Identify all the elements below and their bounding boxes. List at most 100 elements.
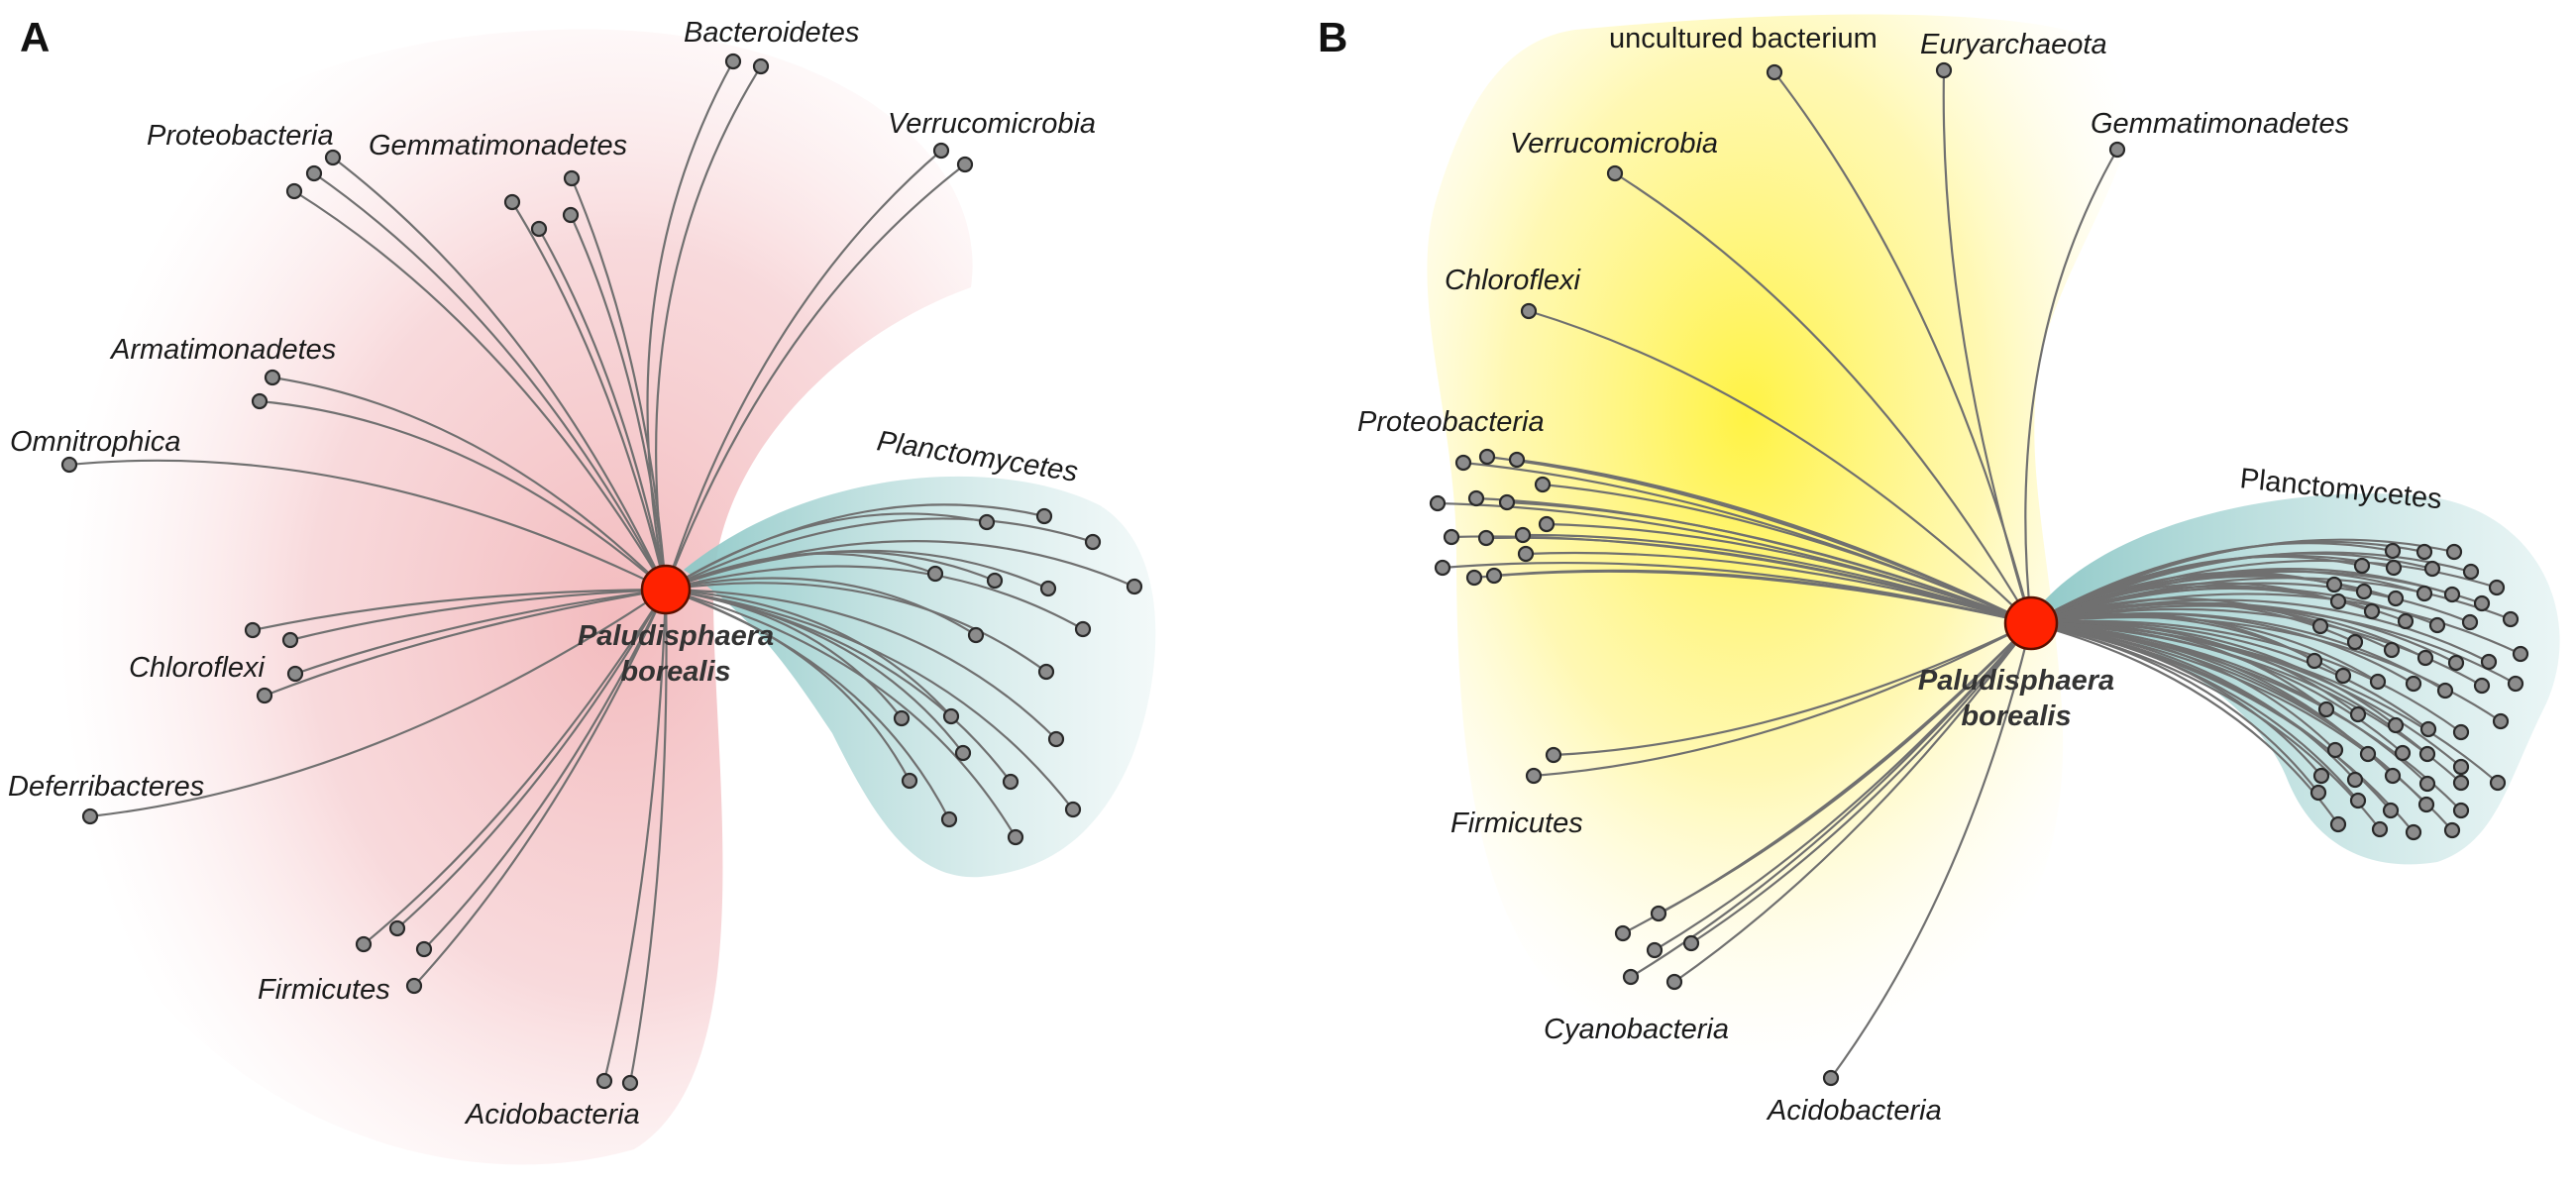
b-edge-planctomycetes xyxy=(2030,621,2462,784)
a-edge-armatimonadetes xyxy=(271,376,667,591)
a-node-verrucomicrobia xyxy=(932,142,950,160)
a-node-planctomycetes xyxy=(1037,663,1055,681)
b-edge-planctomycetes xyxy=(2030,611,2446,692)
b-edge-chloroflexi xyxy=(1528,309,2032,624)
b-node-planctomycetes xyxy=(2363,602,2381,620)
b-edge-proteobacteria xyxy=(1542,483,2032,625)
a-edge-bacteroidetes xyxy=(646,60,734,591)
panel-b-letter: B xyxy=(1318,14,1347,60)
b-node-planctomycetes xyxy=(2349,792,2367,809)
b-node-planctomycetes xyxy=(2436,682,2454,700)
b-node-proteobacteria xyxy=(1534,476,1552,493)
b-edge-firmicutes xyxy=(1533,622,2032,778)
label-a-verrucomicrobia: Verrucomicrobia xyxy=(888,108,1096,140)
a-node-proteobacteria xyxy=(305,164,323,182)
a-edge-chloroflexi xyxy=(289,588,667,642)
b-node-planctomycetes xyxy=(2346,771,2364,789)
b-edge-planctomycetes xyxy=(2030,619,2462,733)
a-edge-acidobacteria xyxy=(602,589,668,1082)
a-edge-chloroflexi xyxy=(294,588,667,676)
b-node-proteobacteria xyxy=(1514,526,1532,544)
label-a-firmicutes: Firmicutes xyxy=(258,974,390,1006)
b-node-planctomycetes xyxy=(2417,796,2435,813)
a-edge-proteobacteria xyxy=(293,190,667,591)
b-node-planctomycetes xyxy=(2385,559,2403,577)
a-node-omnitrophica xyxy=(60,456,78,474)
a-node-planctomycetes xyxy=(942,707,960,725)
panel-b: B uncultured bacterium Euryarchaeota Gem… xyxy=(1318,14,2560,1127)
a-edge-proteobacteria xyxy=(313,172,667,591)
a-edge-firmicutes xyxy=(413,589,668,987)
b-node-proteobacteria xyxy=(1465,569,1483,587)
a-edge-chloroflexi xyxy=(252,588,667,632)
a-node-gemmatimonadetes xyxy=(562,206,580,224)
b-node-planctomycetes xyxy=(2346,633,2364,651)
b-node-planctomycetes xyxy=(2326,741,2344,759)
panel-b-yellow-cluster-shading xyxy=(1427,14,2136,1070)
b-node-planctomycetes xyxy=(2311,617,2329,635)
a-node-gemmatimonadetes xyxy=(530,220,548,238)
a-node-planctomycetes xyxy=(893,709,911,727)
label-b-proteobacteria: Proteobacteria xyxy=(1357,406,1545,438)
b-node-planctomycetes xyxy=(2512,645,2529,663)
b-node-uncultured xyxy=(1766,63,1783,81)
b-node-planctomycetes xyxy=(2359,745,2377,763)
b-edge-planctomycetes xyxy=(2030,621,2462,811)
a-edge-planctomycetes xyxy=(665,588,1074,810)
b-node-euryarchaeota xyxy=(1935,61,1953,79)
a-node-planctomycetes xyxy=(940,810,958,828)
b-edge-planctomycetes xyxy=(2030,582,2471,625)
b-edge-planctomycetes xyxy=(2030,598,2490,663)
b-node-proteobacteria xyxy=(1467,489,1485,507)
a-node-gemmatimonadetes xyxy=(503,193,521,211)
panel-a-pink-cluster-shading xyxy=(40,29,973,1165)
b-edge-planctomycetes xyxy=(2030,621,2453,831)
b-node-planctomycetes xyxy=(2443,586,2461,603)
a-node-firmicutes xyxy=(355,935,373,953)
label-b-chloroflexi: Chloroflexi xyxy=(1445,265,1582,296)
a-node-chloroflexi xyxy=(256,687,273,704)
label-b-cyanobacteria: Cyanobacteria xyxy=(1544,1014,1729,1045)
a-edge-firmicutes xyxy=(363,589,667,945)
b-node-planctomycetes xyxy=(2415,543,2433,561)
b-node-planctomycetes xyxy=(2462,563,2480,581)
b-node-planctomycetes xyxy=(2416,649,2434,667)
b-node-planctomycetes xyxy=(2394,744,2412,762)
b-edge-planctomycetes xyxy=(2030,621,2415,833)
b-node-planctomycetes xyxy=(2397,612,2415,630)
a-edge-verrucomicrobia xyxy=(664,163,966,591)
a-node-planctomycetes xyxy=(901,772,918,790)
b-node-proteobacteria xyxy=(1498,493,1516,511)
b-node-chloroflexi xyxy=(1520,302,1538,320)
b-node-planctomycetes xyxy=(2419,720,2437,738)
a-edge-planctomycetes xyxy=(665,565,1084,630)
b-node-planctomycetes xyxy=(2349,705,2367,723)
a-edge-acidobacteria xyxy=(628,589,668,1084)
b-node-planctomycetes xyxy=(2507,675,2524,693)
b-edge-gemmatimonadetes xyxy=(2024,149,2118,624)
b-node-planctomycetes xyxy=(2405,675,2422,693)
b-node-planctomycetes xyxy=(2312,767,2330,785)
b-node-acidobacteria xyxy=(1822,1069,1840,1087)
a-node-planctomycetes xyxy=(1084,533,1102,551)
b-edge-cyanobacteria xyxy=(1622,622,2032,934)
label-a-omnitrophica: Omnitrophica xyxy=(10,426,180,458)
b-node-planctomycetes xyxy=(2452,758,2470,776)
a-node-armatimonadetes xyxy=(251,392,268,410)
b-node-planctomycetes xyxy=(2355,583,2373,600)
a-edge-planctomycetes xyxy=(665,588,1017,838)
b-node-cyanobacteria xyxy=(1622,968,1640,986)
b-node-cyanobacteria xyxy=(1665,973,1683,991)
b-node-proteobacteria xyxy=(1478,448,1496,466)
a-node-armatimonadetes xyxy=(264,369,281,386)
b-node-proteobacteria xyxy=(1454,454,1472,472)
b-edge-planctomycetes xyxy=(2030,621,2381,830)
b-node-planctomycetes xyxy=(2353,557,2371,575)
b-node-proteobacteria xyxy=(1477,529,1495,547)
a-node-deferribacteres xyxy=(81,808,99,825)
b-node-cyanobacteria xyxy=(1682,934,1700,952)
a-node-chloroflexi xyxy=(244,621,262,639)
b-node-planctomycetes xyxy=(2488,579,2506,596)
a-edge-planctomycetes xyxy=(665,588,952,717)
